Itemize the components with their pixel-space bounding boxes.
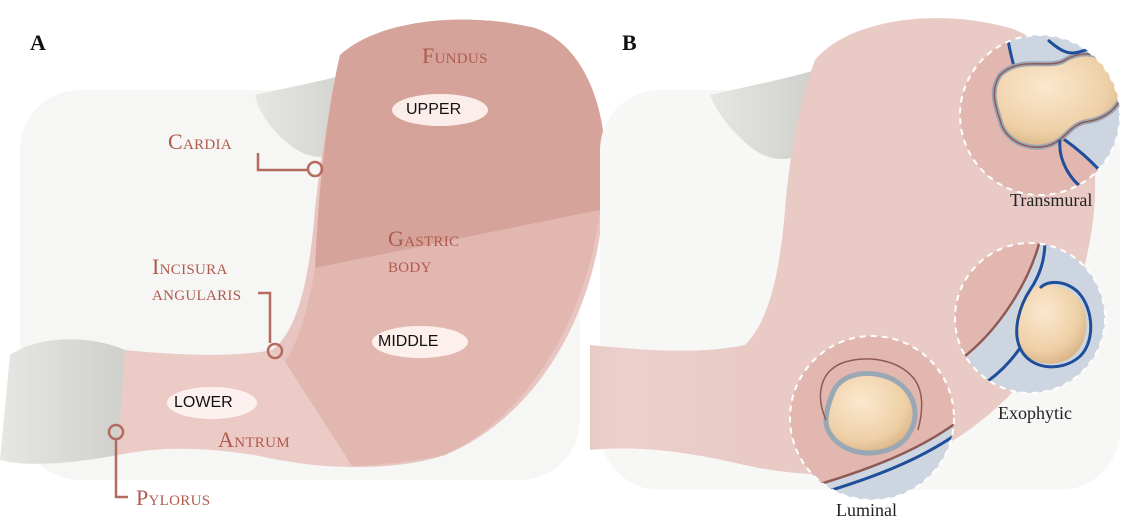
incisura-label-line2: angularis	[152, 281, 241, 305]
luminal-label: Luminal	[836, 500, 897, 521]
antrum-label: Antrum	[218, 428, 290, 452]
lower-region-label: LOWER	[174, 394, 233, 412]
duodenum-a	[0, 339, 125, 464]
stomach-b-fade	[590, 345, 745, 465]
fundus-label: Fundus	[422, 44, 488, 68]
panel-b	[590, 18, 1130, 500]
gastric-body-label-line2: body	[388, 253, 432, 277]
transmural-label: Transmural	[1010, 190, 1092, 211]
panel-a	[0, 20, 620, 497]
exophytic-label: Exophytic	[998, 403, 1072, 424]
cardia-label: Cardia	[168, 130, 232, 154]
luminal-tumor	[826, 373, 915, 453]
gastric-body-label-line1: Gastric	[388, 227, 459, 251]
panel-b-letter: B	[622, 30, 637, 56]
pylorus-label: Pylorus	[136, 486, 210, 510]
upper-region-label: UPPER	[406, 101, 461, 119]
incisura-label-line1: Incisura	[152, 255, 228, 279]
panel-a-letter: A	[30, 30, 46, 56]
middle-region-label: MIDDLE	[378, 333, 438, 351]
